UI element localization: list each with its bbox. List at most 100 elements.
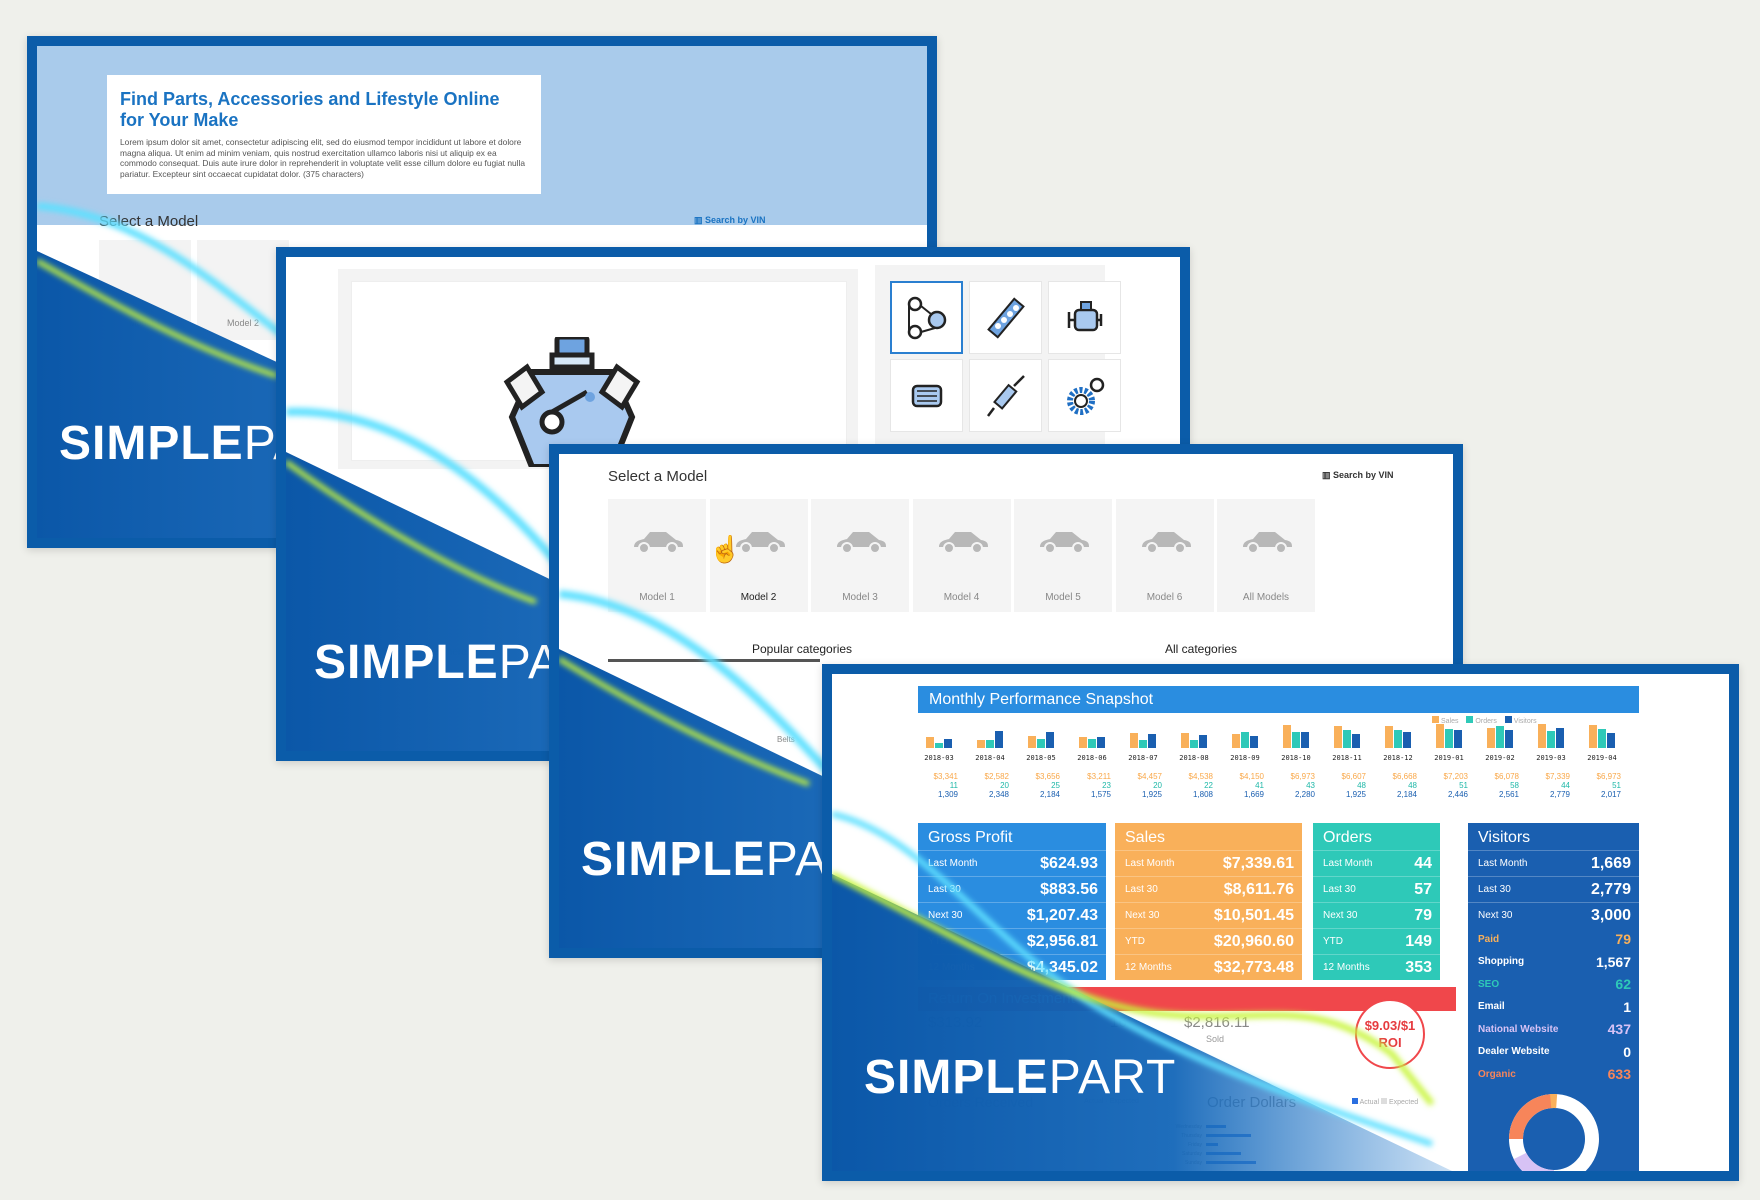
bar-orders — [1496, 726, 1504, 748]
data-label-orders: 41 — [1255, 781, 1264, 790]
data-label-visitors: 2,184 — [1396, 790, 1417, 799]
data-label-orders: 48 — [1357, 781, 1366, 790]
data-label-sales: $6,668 — [1392, 772, 1417, 781]
kpi-row: YTD 149 — [1313, 928, 1440, 954]
model-card[interactable]: Model 3 — [811, 499, 909, 612]
data-label-visitors: 2,446 — [1447, 790, 1468, 799]
kpi-label: YTD — [928, 936, 948, 947]
tab-all-categories[interactable]: All categories — [1165, 642, 1238, 656]
kpi-label: Last 30 — [1323, 884, 1356, 895]
search-by-vin-link[interactable]: ▥ Search by VIN — [1322, 470, 1394, 481]
month-tick-label: 2019-03 — [1536, 754, 1566, 762]
bar-sales — [1079, 737, 1087, 748]
kpi-value: 2,779 — [1590, 880, 1631, 898]
source-value: 79 — [1615, 931, 1631, 948]
tile-engine[interactable] — [1048, 281, 1121, 354]
bar-visitors — [1352, 734, 1360, 748]
month-tick-label: 2019-04 — [1587, 754, 1617, 762]
model-card[interactable]: Model 5 — [1014, 499, 1112, 612]
kpi-label: Next 30 — [1478, 910, 1513, 921]
model-label: Model 2 — [740, 592, 777, 603]
search-by-vin-link[interactable]: ▥ Search by VIN — [694, 215, 766, 226]
model-label: Model 1 — [639, 592, 675, 603]
kpi-row: Last 30$883.56 — [918, 876, 1106, 902]
donut-slice-paid — [1509, 1094, 1599, 1171]
bar-sales — [926, 737, 934, 748]
hand-cursor-icon: ☝ — [709, 534, 742, 564]
tab-popular-categories[interactable]: Popular categories — [752, 642, 853, 656]
kpi-label: Last 30 — [928, 884, 961, 895]
bar-orders — [1343, 729, 1351, 748]
kpi-label: YTD — [1323, 936, 1343, 947]
kpi-label: Last Month — [1478, 858, 1528, 869]
model-card[interactable]: Model 1 — [608, 499, 706, 612]
bar-visitors — [1097, 736, 1105, 748]
search-vin-label: Search by VIN — [705, 215, 766, 225]
kpi-row: Last 30$8,611.76 — [1115, 876, 1302, 902]
kpi-label: Next 30 — [928, 910, 963, 921]
source-value: 1 — [1623, 998, 1631, 1015]
bar-sales — [1538, 724, 1546, 748]
data-label-sales: $4,457 — [1137, 772, 1162, 781]
model-card[interactable]: All Models — [1217, 499, 1315, 612]
kpi-value: 353 — [1405, 958, 1432, 976]
bar-visitors — [1148, 734, 1156, 748]
bar-sales — [1589, 725, 1597, 748]
hero-headline: Find Parts, Accessories and Lifestyle On… — [120, 89, 500, 130]
category-belts[interactable]: Belts — [777, 735, 795, 744]
source-value: 633 — [1607, 1066, 1631, 1083]
source-value: 0 — [1623, 1043, 1631, 1060]
month-tick-label: 2019-02 — [1485, 754, 1515, 762]
tile-head-gasket[interactable] — [969, 281, 1042, 354]
bar-orders — [1139, 740, 1147, 748]
kpi-row: Next 30 3,000 — [1468, 902, 1639, 928]
traffic-source-row: Organic 633 — [1468, 1063, 1639, 1086]
kpi-label: Last 30 — [1125, 884, 1158, 895]
day-row: Thursday — [1162, 1131, 1302, 1140]
source-label: Organic — [1478, 1068, 1516, 1080]
kpi-row: Last Month 1,669 — [1468, 850, 1639, 876]
source-label: National Website — [1478, 1023, 1559, 1035]
roi-sold-value: $2,816.11 — [1184, 1014, 1250, 1031]
card-title: Orders — [1323, 829, 1372, 846]
select-model-heading: Select a Model — [608, 468, 708, 485]
kpi-value: 79 — [1414, 906, 1432, 924]
bar-sales — [977, 739, 985, 748]
kpi-value: $7,339.61 — [1222, 854, 1294, 872]
kpi-value: 149 — [1405, 932, 1432, 950]
kpi-row: Last Month$624.93 — [918, 850, 1106, 876]
kpi-label: Next 30 — [1125, 910, 1160, 921]
tile-gears[interactable] — [1048, 359, 1121, 432]
model-card[interactable]: Model 1 — [99, 240, 191, 340]
bar-orders — [1292, 731, 1300, 748]
model-label: Model 1 — [128, 318, 162, 328]
month-tick-label: 2018-03 — [924, 754, 954, 762]
data-label-visitors: 1,669 — [1243, 790, 1264, 799]
month-tick-label: 2018-09 — [1230, 754, 1260, 762]
dashboard-title: Monthly Performance Snapshot — [918, 686, 1639, 713]
kpi-label: Last Month — [1323, 858, 1373, 869]
model-label: Model 3 — [842, 592, 878, 603]
kpi-value: 3,000 — [1590, 906, 1631, 924]
model-card[interactable]: Model 4 — [912, 499, 1011, 612]
data-label-sales: $6,973 — [1596, 772, 1621, 781]
kpi-label: Last Month — [1125, 858, 1175, 869]
tile-radiator[interactable] — [890, 359, 963, 432]
tile-spark-plug[interactable] — [969, 359, 1042, 432]
day-label: Friday — [1188, 1141, 1202, 1148]
simplepart-logo: SIMPLEPART — [864, 1051, 1177, 1104]
kpi-label: Next 30 — [1323, 910, 1358, 921]
tile-belt-pulley[interactable] — [890, 281, 963, 354]
data-label-visitors: 1,575 — [1090, 790, 1111, 799]
kpi-value: 1,669 — [1590, 854, 1631, 872]
source-label: Paid — [1478, 933, 1500, 945]
model-card[interactable]: Model 6 — [1115, 499, 1214, 612]
data-label-visitors: 1,309 — [937, 790, 958, 799]
day-row: Friday — [1162, 1140, 1302, 1149]
data-label-visitors: 2,348 — [988, 790, 1009, 799]
